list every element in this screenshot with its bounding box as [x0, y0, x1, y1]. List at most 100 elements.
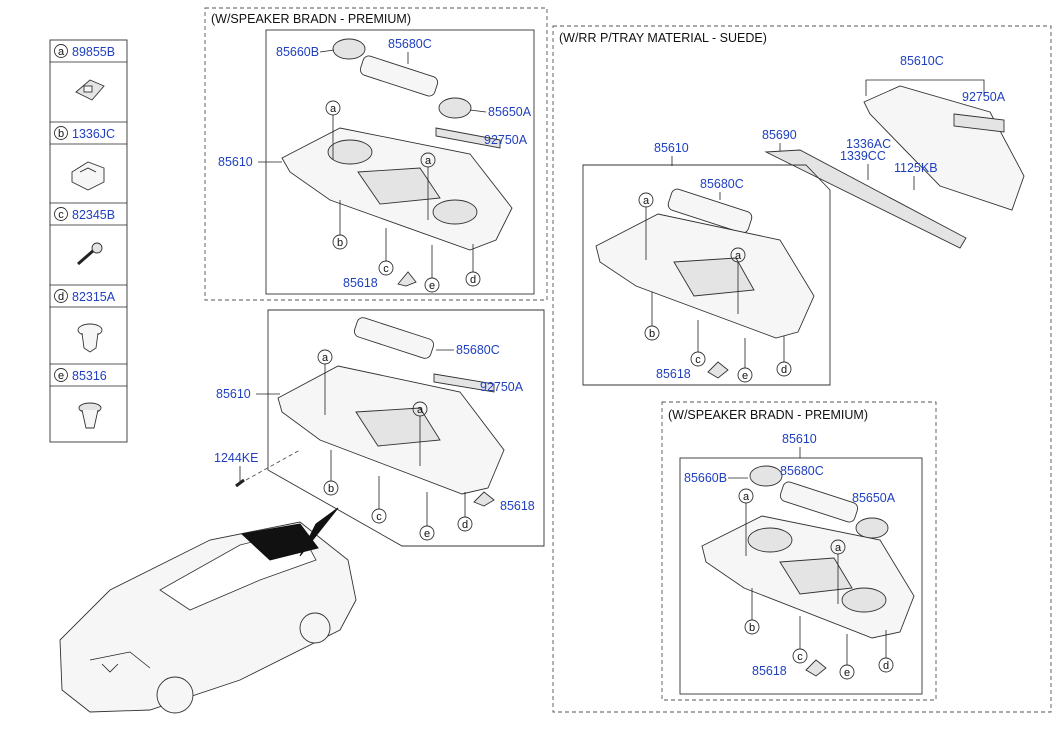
label-85680c[interactable]: 85680C: [456, 343, 500, 357]
svg-text:e: e: [424, 528, 430, 540]
legend-row-d[interactable]: d 82315A: [54, 289, 116, 305]
label-1339cc[interactable]: 1339CC: [840, 149, 886, 163]
callout-c: c: [371, 508, 387, 524]
callout-d: d: [457, 516, 473, 532]
label-85650a[interactable]: 85650A: [488, 105, 532, 119]
harness-icon: [435, 127, 501, 149]
clip-icon: [473, 491, 495, 507]
svg-text:a: a: [743, 491, 750, 503]
screw-82345b-icon: [77, 242, 103, 266]
legend-letter: d: [58, 291, 64, 303]
speaker-grille-icon: [438, 97, 472, 119]
speaker-grille-icon: [749, 465, 783, 487]
label-85610[interactable]: 85610: [782, 432, 817, 446]
legend-letter: b: [58, 128, 64, 140]
label-85680c[interactable]: 85680C: [700, 177, 744, 191]
legend-row-a[interactable]: a 89855B: [54, 44, 116, 60]
svg-text:a: a: [425, 155, 432, 167]
panel-top-speaker-premium: (W/SPEAKER BRADN - PREMIUM) 85660B 85680…: [204, 7, 548, 301]
svg-text:a: a: [322, 352, 329, 364]
clip-82315a-icon: [77, 323, 103, 353]
panel-header: (W/RR P/TRAY MATERIAL - SUEDE): [559, 31, 767, 45]
label-1244ke[interactable]: 1244KE: [214, 451, 258, 465]
label-92750a[interactable]: 92750A: [962, 90, 1006, 104]
label-85610[interactable]: 85610: [216, 387, 251, 401]
label-85660b[interactable]: 85660B: [276, 45, 319, 59]
legend-letter: e: [58, 370, 64, 382]
panel-right-inner: 85610 85680C 85618 a a b c e d: [582, 141, 831, 386]
legend-row-e[interactable]: e 85316: [54, 368, 107, 384]
svg-text:b: b: [328, 483, 334, 495]
svg-text:c: c: [383, 263, 389, 275]
panel-right-suede: (W/RR P/TRAY MATERIAL - SUEDE) 85610C 92…: [552, 25, 1052, 713]
callout-c: c: [690, 351, 706, 367]
callout-e: e: [737, 367, 753, 383]
label-85690[interactable]: 85690: [762, 128, 797, 142]
speaker-grille-icon: [855, 517, 889, 539]
legend-table: a 89855B b 1336JC c 82345B d 823: [49, 39, 128, 443]
svg-text:d: d: [462, 519, 468, 531]
label-1336ac[interactable]: 1336AC: [846, 137, 891, 151]
harness-icon: [433, 373, 495, 393]
panel-header: (W/SPEAKER BRADN - PREMIUM): [211, 12, 411, 26]
bolt-icon: [235, 478, 245, 488]
svg-text:e: e: [742, 370, 748, 382]
label-92750a[interactable]: 92750A: [484, 133, 528, 147]
legend-row-b[interactable]: b 1336JC: [54, 126, 116, 142]
legend-part-number[interactable]: 89855B: [72, 45, 115, 59]
tray-cover-icon: [863, 85, 1025, 211]
label-85660b[interactable]: 85660B: [684, 471, 727, 485]
label-85618[interactable]: 85618: [500, 499, 535, 513]
label-1125kb[interactable]: 1125KB: [894, 161, 938, 175]
legend-letter: c: [58, 209, 64, 221]
legend-part-number[interactable]: 82345B: [72, 208, 115, 222]
callout-a: a: [317, 349, 333, 365]
callout-c: c: [792, 648, 808, 664]
callout-b: b: [332, 234, 348, 250]
svg-text:a: a: [835, 542, 842, 554]
legend-part-number[interactable]: 82315A: [72, 290, 116, 304]
label-85650a[interactable]: 85650A: [852, 491, 896, 505]
label-92750a[interactable]: 92750A: [480, 380, 524, 394]
svg-text:b: b: [649, 328, 655, 340]
callout-d: d: [878, 657, 894, 673]
svg-text:c: c: [376, 511, 382, 523]
label-85610[interactable]: 85610: [654, 141, 689, 155]
clip-icon: [397, 271, 417, 287]
svg-text:d: d: [470, 274, 476, 286]
legend-part-number[interactable]: 85316: [72, 369, 107, 383]
callout-d: d: [465, 271, 481, 287]
callout-a: a: [638, 192, 654, 208]
clip-85316-icon: [78, 402, 102, 429]
highlight-area-icon: [240, 523, 319, 561]
callout-c: c: [378, 260, 394, 276]
callout-e: e: [424, 277, 440, 293]
harness-icon: [953, 113, 1005, 133]
svg-text:c: c: [797, 651, 803, 663]
legend-part-number[interactable]: 1336JC: [72, 127, 115, 141]
callout-d: d: [776, 361, 792, 377]
panel-header: (W/SPEAKER BRADN - PREMIUM): [668, 408, 868, 422]
cover-pad-icon: [353, 317, 435, 359]
label-85618[interactable]: 85618: [752, 664, 787, 678]
callout-e: e: [419, 525, 435, 541]
callout-b: b: [644, 325, 660, 341]
cover-pad-icon: [359, 55, 439, 97]
label-85680c[interactable]: 85680C: [388, 37, 432, 51]
sedan-car-illustration: [59, 507, 357, 714]
legend-row-c[interactable]: c 82345B: [54, 207, 116, 223]
label-85610c[interactable]: 85610C: [900, 54, 944, 68]
callout-b: b: [744, 619, 760, 635]
clip-1336jc-icon: [71, 161, 105, 191]
svg-text:a: a: [643, 195, 650, 207]
legend-letter: a: [58, 46, 65, 58]
rail-bar-icon: [764, 149, 967, 249]
label-85680c[interactable]: 85680C: [780, 464, 824, 478]
panel-mid-standard: 85680C 92750A 85610 1244KE 85618 a a b c…: [214, 309, 545, 547]
label-85618[interactable]: 85618: [343, 276, 378, 290]
svg-text:b: b: [749, 622, 755, 634]
label-85618[interactable]: 85618: [656, 367, 691, 381]
label-85610[interactable]: 85610: [218, 155, 253, 169]
svg-text:d: d: [883, 660, 889, 672]
